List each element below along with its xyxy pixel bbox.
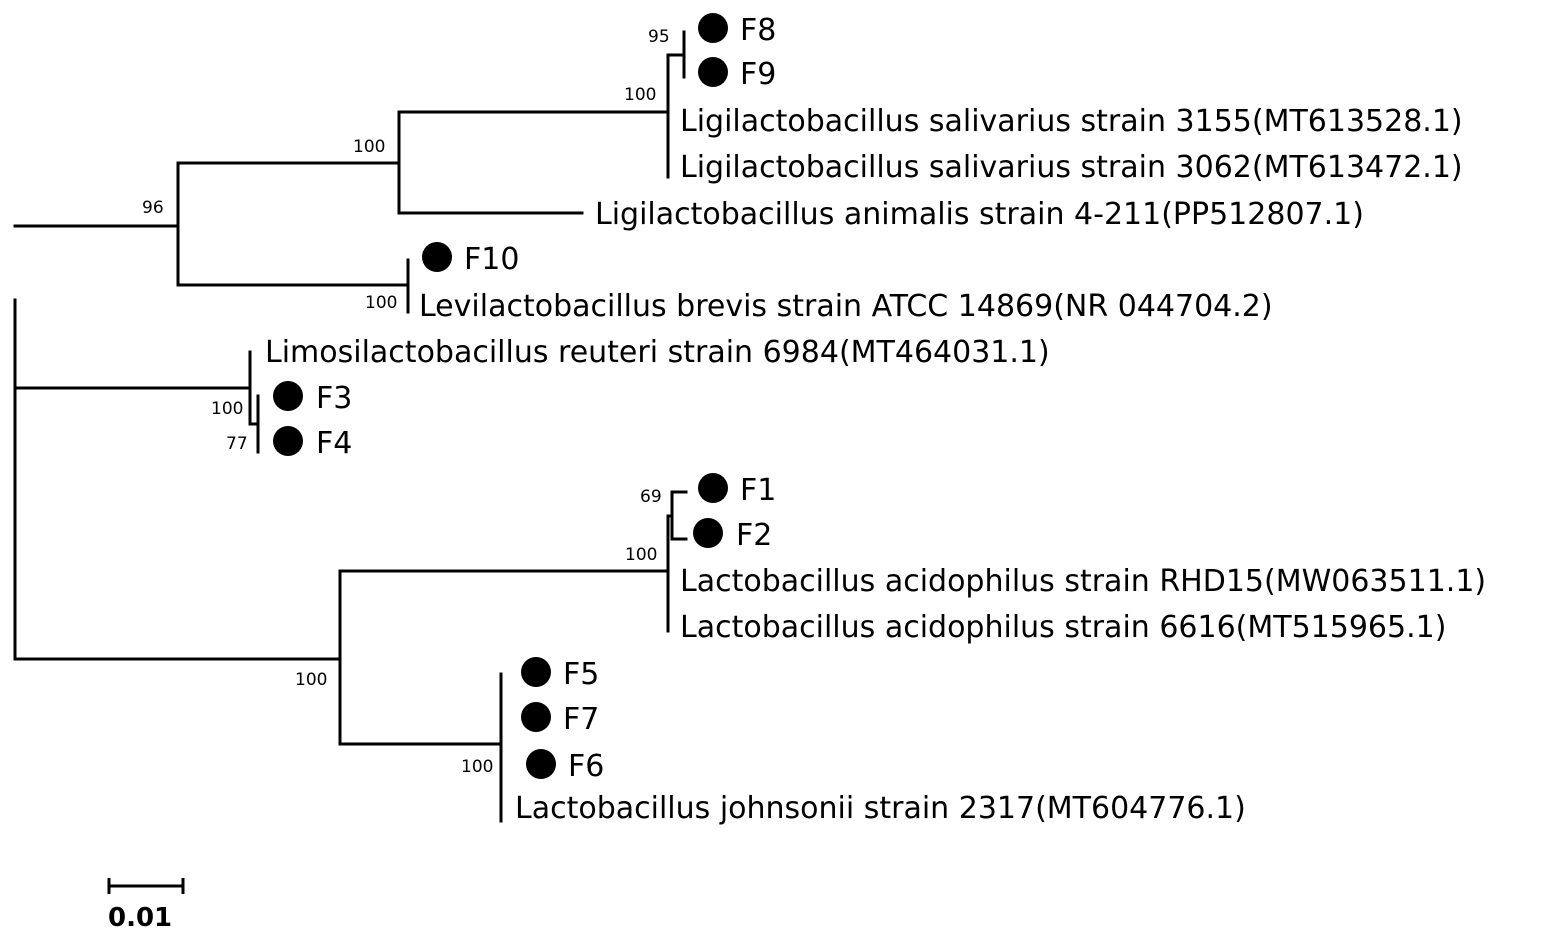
leaf-label-f10: F10 bbox=[464, 242, 519, 277]
bootstrap-n-reuteri: 100 bbox=[211, 399, 243, 419]
sample-marker-f2 bbox=[693, 518, 723, 548]
sample-marker-f8 bbox=[698, 13, 728, 43]
leaf-label-f4: F4 bbox=[316, 426, 352, 461]
bootstrap-n-lacto: 100 bbox=[295, 670, 327, 690]
sample-marker-f6 bbox=[526, 749, 556, 779]
leaf-label-f6: F6 bbox=[568, 749, 604, 784]
tree-branches bbox=[13, 30, 688, 823]
leaf-label-f9: F9 bbox=[740, 57, 776, 92]
leaf-label-ls3155: Ligilactobacillus salivarius strain 3155… bbox=[680, 104, 1463, 139]
sample-marker-f3 bbox=[273, 381, 303, 411]
leaf-label-f3: F3 bbox=[316, 381, 352, 416]
leaf-label-la4211: Ligilactobacillus animalis strain 4-211(… bbox=[595, 197, 1364, 232]
sample-marker-f10 bbox=[422, 242, 452, 272]
leaf-label-f2: F2 bbox=[736, 518, 772, 553]
bootstrap-n-brevis: 100 bbox=[365, 293, 397, 313]
sample-marker-f7 bbox=[521, 702, 551, 732]
leaf-label-lb14869: Levilactobacillus brevis strain ATCC 148… bbox=[419, 289, 1273, 324]
bootstrap-n-top: 96 bbox=[142, 198, 164, 218]
bootstrap-n-ligilacto: 100 bbox=[353, 137, 385, 157]
sample-marker-f9 bbox=[698, 57, 728, 87]
leaf-label-f7: F7 bbox=[563, 702, 599, 737]
sample-marker-f1 bbox=[698, 473, 728, 503]
sample-markers bbox=[273, 13, 728, 779]
leaf-label-f5: F5 bbox=[563, 657, 599, 692]
leaf-label-lj2317: Lactobacillus johnsonii strain 2317(MT60… bbox=[515, 791, 1246, 826]
bootstrap-n-salivarius: 100 bbox=[624, 85, 656, 105]
leaf-label-larhd15: Lactobacillus acidophilus strain RHD15(M… bbox=[680, 564, 1486, 599]
bootstrap-n-f3f4: 77 bbox=[226, 434, 248, 454]
scale-bar: 0.01 bbox=[107, 878, 185, 933]
bootstrap-values: 95 100 100 96 100 100 77 69 100 100 100 bbox=[142, 27, 670, 777]
leaf-label-ls3062: Ligilactobacillus salivarius strain 3062… bbox=[680, 150, 1463, 185]
scale-bar-label: 0.01 bbox=[108, 903, 172, 933]
leaf-label-lr6984: Limosilactobacillus reuteri strain 6984(… bbox=[265, 335, 1050, 370]
leaf-label-la6616: Lactobacillus acidophilus strain 6616(MT… bbox=[680, 610, 1446, 645]
bootstrap-n-johnsonii: 100 bbox=[461, 757, 493, 777]
leaf-label-f1: F1 bbox=[740, 473, 776, 508]
bootstrap-n-f8f9: 95 bbox=[648, 27, 670, 47]
bootstrap-n-acidophilus: 100 bbox=[625, 545, 657, 565]
leaf-label-f8: F8 bbox=[740, 13, 776, 48]
bootstrap-n-f1f2: 69 bbox=[640, 487, 662, 507]
sample-marker-f5 bbox=[521, 657, 551, 687]
sample-marker-f4 bbox=[273, 426, 303, 456]
